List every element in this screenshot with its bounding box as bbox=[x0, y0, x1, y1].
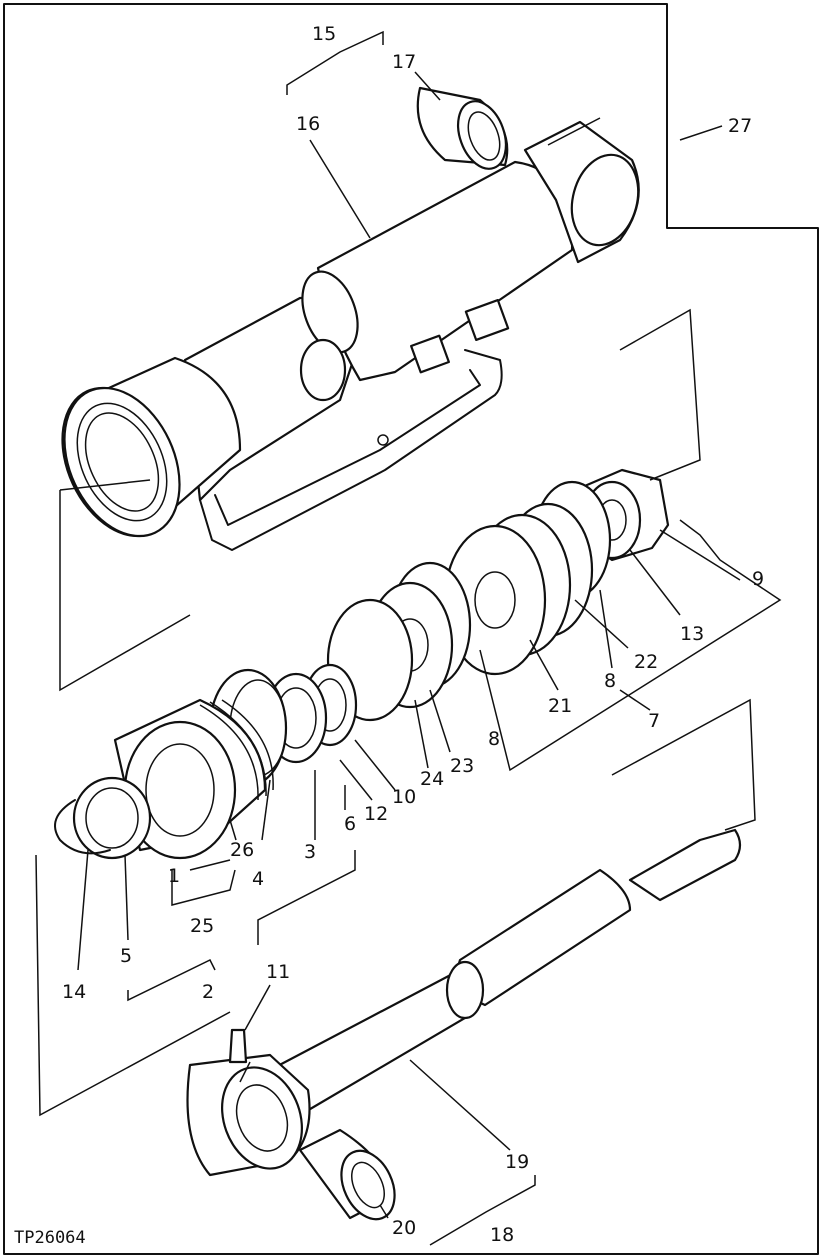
callout-11: 11 bbox=[266, 961, 290, 983]
callout-6: 6 bbox=[344, 813, 356, 835]
seal-5 bbox=[72, 776, 152, 860]
callout-1: 1 bbox=[168, 865, 180, 887]
callout-22: 22 bbox=[634, 651, 658, 673]
callout-15: 15 bbox=[312, 23, 336, 45]
callout-27: 27 bbox=[728, 115, 752, 137]
callout-9: 9 bbox=[752, 568, 764, 590]
rod-guide-gland bbox=[113, 698, 274, 860]
cylinder-barrel bbox=[61, 117, 640, 551]
callout-13: 13 bbox=[680, 623, 704, 645]
callout-16: 16 bbox=[296, 113, 320, 135]
callout-17: 17 bbox=[392, 51, 416, 73]
callout-8-lower: 8 bbox=[488, 728, 500, 750]
callout-19: 19 bbox=[505, 1151, 529, 1173]
callout-20: 20 bbox=[392, 1217, 416, 1239]
piston-rod bbox=[186, 828, 742, 1177]
callout-10: 10 bbox=[392, 786, 416, 808]
callout-24: 24 bbox=[420, 768, 444, 790]
callout-2: 2 bbox=[202, 981, 214, 1003]
callout-3: 3 bbox=[304, 841, 316, 863]
callout-18: 18 bbox=[490, 1224, 514, 1246]
snap-ring-14 bbox=[54, 799, 111, 855]
bushing-17 bbox=[416, 86, 509, 170]
callout-12: 12 bbox=[364, 803, 388, 825]
leader-lines bbox=[35, 30, 782, 1246]
callout-23: 23 bbox=[450, 755, 474, 777]
assembly-outline bbox=[3, 3, 819, 1255]
bushing-20 bbox=[298, 1128, 396, 1221]
callout-14: 14 bbox=[62, 981, 86, 1003]
callout-7: 7 bbox=[648, 710, 660, 732]
callout-5: 5 bbox=[120, 945, 132, 967]
callout-26: 26 bbox=[230, 839, 254, 861]
piston-assembly bbox=[326, 480, 612, 722]
callout-21: 21 bbox=[548, 695, 572, 717]
callout-8-upper: 8 bbox=[604, 670, 616, 692]
callout-labels: 15 17 16 27 9 13 22 8 21 7 8 23 24 10 12… bbox=[62, 23, 764, 1246]
callout-25: 25 bbox=[190, 915, 214, 937]
figure-tag: TP26064 bbox=[14, 1228, 86, 1248]
callout-4: 4 bbox=[252, 868, 264, 890]
